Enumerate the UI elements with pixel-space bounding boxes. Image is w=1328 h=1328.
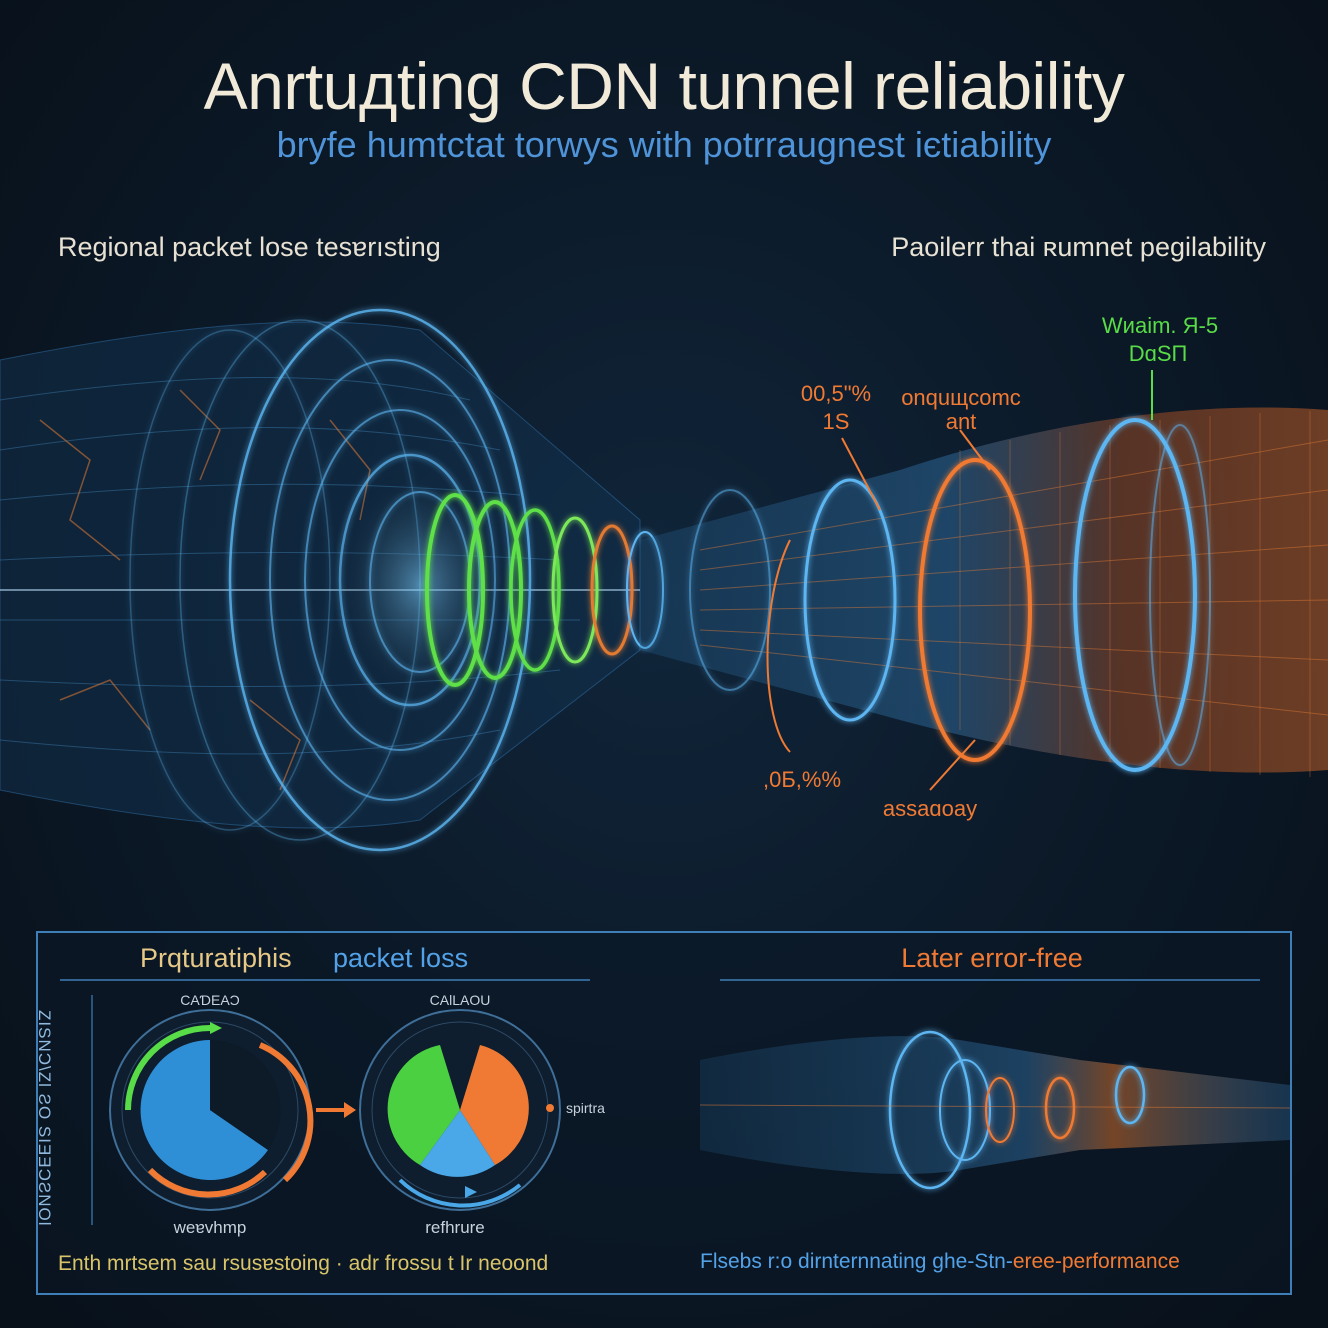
panel-title-left-a: Prqturatiphis: [140, 943, 292, 973]
panel-title-left-b: packet loss: [333, 943, 469, 973]
footer-left: Enth mrtsem sau rsusɐstoing · adr frossu…: [58, 1252, 549, 1275]
callout-lines: [766, 370, 1153, 791]
panel-vertical-label: ZӀSNƆ\ZƖ ƧO SIƎƎƆƧNOƖ: [35, 1010, 54, 1227]
callout-stat-d: ,0Б,%%: [762, 767, 842, 792]
page-title: Anrtuдting CDN tunnel reliability: [203, 49, 1125, 123]
callout-stat-a-line2: DɑSП: [1128, 341, 1188, 366]
tunnel-core-glow: [330, 465, 510, 705]
panel-title-right: Later error-free: [901, 943, 1083, 973]
mini-tunnel: [699, 1030, 1291, 1190]
footer-right-part-c: -performance: [1054, 1250, 1180, 1273]
tunnel-left-section: [0, 321, 641, 829]
callout-stat-c-line2: ant: [945, 409, 977, 434]
callout-stat-b: 00,5"%: [800, 381, 872, 406]
callout-stat-b-line2: 1S: [822, 409, 850, 434]
gauge-before: [109, 1009, 314, 1211]
gauge-arrow: [316, 1102, 356, 1118]
footer-right-part-b: eree: [1012, 1250, 1055, 1273]
gauge-after: [359, 1009, 561, 1211]
section-label-right: Paoilerr thai ʀumnet pegilability: [891, 232, 1266, 262]
section-label-left: Regional packet lose tesɐrısting: [58, 232, 441, 262]
gauge-before-bottom-label: weɐvhmp: [173, 1218, 247, 1237]
callout-stat-c: onquщcomc: [901, 385, 1021, 410]
callout-stat-a: Wиaim. Я-5: [1101, 313, 1219, 338]
callout-stat-e: assaɑoay: [882, 796, 978, 821]
footer-right: Flsebs r:o dirnternnating ghe-Stn-eree-p…: [700, 1250, 1180, 1274]
gauge-after-side-label: spirtra: [566, 1100, 605, 1116]
tunnel-green-rings: [425, 493, 664, 687]
gauge-after-bottom-label: refhrure: [425, 1218, 485, 1237]
tunnel-right-rings: [689, 418, 1211, 772]
gauge-before-top-label: CAƊEAƆ: [180, 992, 240, 1008]
page-subtitle: bryfe humtctat torwys with potrraugnest …: [276, 124, 1052, 165]
gauge-after-top-label: CAƖLAOU: [429, 992, 491, 1008]
footer-right-part-a: Flsebs r:o dirnternnating ghe-Stn-: [700, 1250, 1013, 1273]
